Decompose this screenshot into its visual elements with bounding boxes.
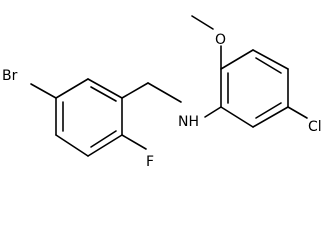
bond-to-f [121, 134, 147, 150]
bond [220, 49, 254, 70]
atom-label-br: Br [2, 68, 18, 84]
atom-label-cl: Cl [308, 119, 322, 135]
atom-label-nh: NH [178, 114, 199, 130]
bond [55, 78, 89, 99]
bromofluorophenyl-ring [55, 78, 123, 157]
bond-to-cl [287, 106, 308, 119]
double-bond-inner [90, 130, 117, 148]
bond [55, 134, 89, 157]
double-bond-inner [90, 86, 117, 102]
bond-ring-to-ch2 [121, 82, 149, 99]
bond [87, 78, 123, 99]
atom-label-f: F [146, 154, 154, 170]
structure-diagram: Br F NH O Cl [2, 15, 322, 170]
bond [252, 49, 289, 70]
bond-n-to-ring [204, 106, 222, 118]
double-bond-inner [255, 57, 282, 74]
bond [220, 106, 254, 128]
bond [252, 106, 289, 128]
bond-o-to-methyl [191, 15, 214, 30]
bond-to-br [30, 83, 57, 99]
chloromethoxyphenyl-ring [220, 49, 289, 128]
bond [87, 134, 123, 157]
bond-ch2-to-n [147, 82, 182, 103]
double-bond-inner [255, 102, 282, 119]
atom-label-o: O [215, 32, 226, 48]
